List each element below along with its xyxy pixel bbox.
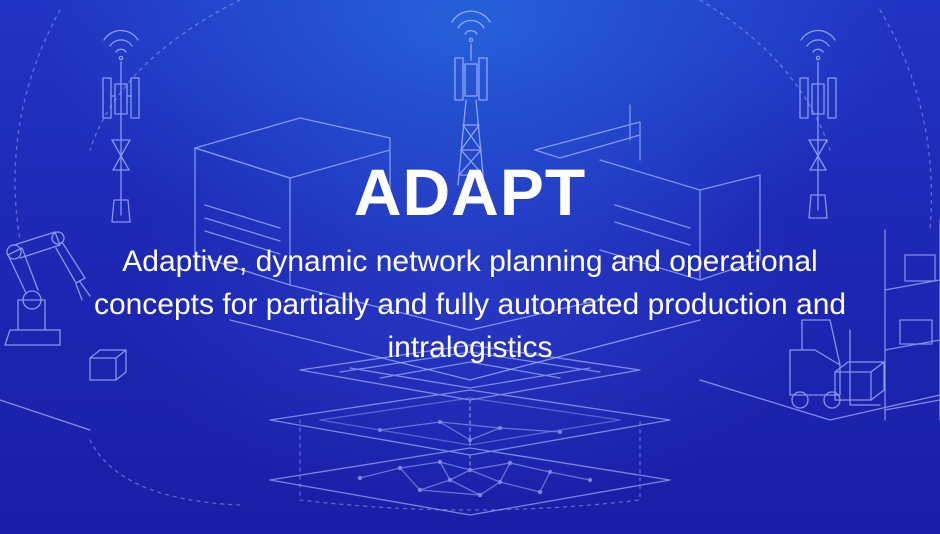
page-subtitle: Adaptive, dynamic network planning and o… <box>93 245 847 364</box>
cell-tower-icon <box>799 29 837 219</box>
cell-tower-icon <box>102 29 140 223</box>
dashed-arc-decoration <box>14 0 933 511</box>
page-title: ADAPT <box>353 155 587 229</box>
robot-arm-icon <box>0 231 127 431</box>
cell-tower-icon <box>451 10 491 186</box>
storage-shelf-icon <box>699 219 940 421</box>
network-graph-icon <box>269 344 671 516</box>
forklift-icon <box>789 319 885 409</box>
factory-building-icon <box>194 104 761 381</box>
